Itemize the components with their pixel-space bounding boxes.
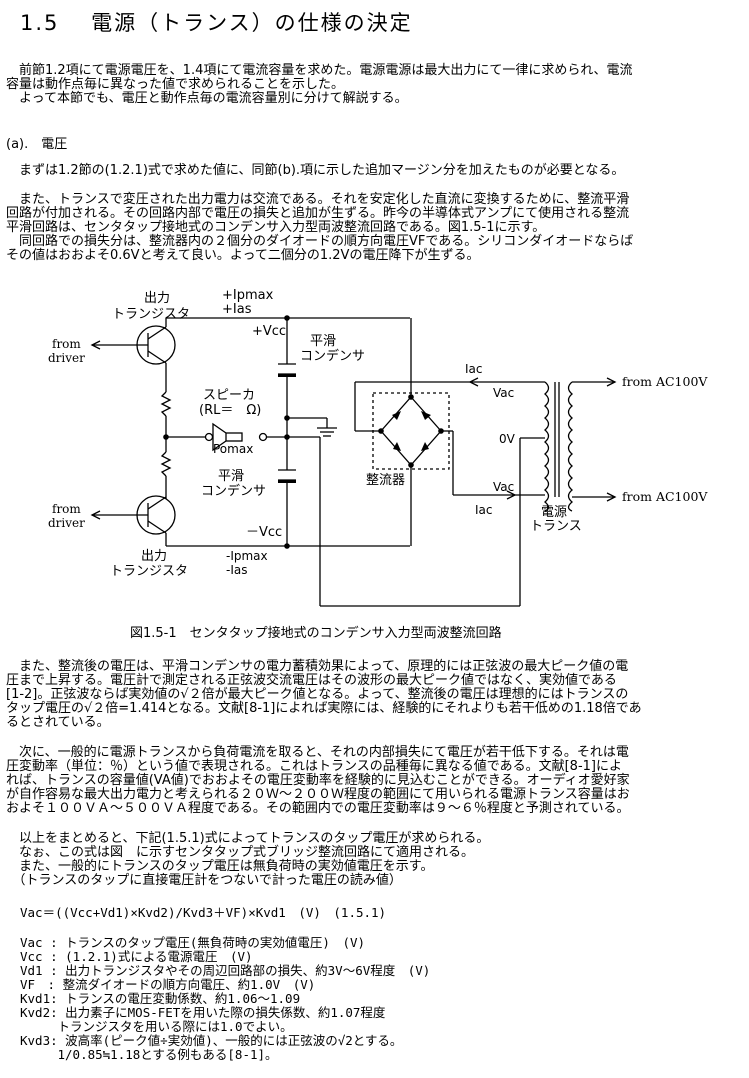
text-line: 容量は動作点毎に異なった値で求められることを示した。: [6, 77, 345, 92]
label-power: 電源: [541, 505, 567, 520]
label-from-ac100v-top: from AC100V: [622, 374, 708, 389]
text-line: 圧まで上昇する。電圧計で測定される正弦波交流電圧はその波形の最大ピーク値ではなく…: [6, 673, 617, 688]
label-iac-bottom: Iac: [475, 503, 493, 517]
text-line: 圧変動率（単位：％）という値で表現される。これはトランスの品種毎に異なる値である…: [6, 759, 622, 774]
label-output-transistor-top: 出力: [144, 291, 170, 306]
label-ipmax-neg: -Ipmax: [226, 549, 268, 563]
text-line: その値はおおよそ0.6Vと考えて良い。よって二個分の1.2Vの電圧降下が生ずる。: [6, 248, 480, 263]
text-line: が自作容易な最大出力電力と考えられる２０Ｗ～２００Ｗ程度の範囲にて用いられる電源…: [6, 787, 630, 802]
definition-item: Kvd2: 出力素子にMOS-FETを用いた際の損失係数、約1.07程度: [20, 1005, 386, 1020]
label-ipmax-pos: +Ipmax: [222, 288, 274, 303]
label-ias-neg: -Ias: [226, 563, 247, 577]
label-capacitor-top: コンデンサ: [300, 348, 365, 364]
definition-item: トランジスタを用いる際には1.0でよい。: [20, 1019, 293, 1034]
label-speaker: スピーカ: [203, 388, 255, 403]
text-line: 以上をまとめると、下記(1.5.1)式によってトランスのタップ電圧が求められる。: [6, 831, 490, 846]
text-line: なぉ、この式は図 に示すセンタタップ式ブリッジ整流回路にて適用される。: [6, 845, 475, 860]
definition-item: Vac : トランスのタップ電圧(無負荷時の実効値電圧) (V): [20, 935, 366, 950]
label-pomax: Pomax: [213, 442, 253, 456]
label-smoothing-top: 平滑: [310, 334, 336, 349]
label-iac-top: Iac: [465, 362, 483, 376]
text-line: 回路が付加される。その回路内部で電圧の損失と追加が生ずる。昨今の半導体式アンプに…: [6, 206, 630, 221]
definition-item: Kvd1: トランスの電圧変動係数、約1.06～1.09: [20, 991, 301, 1006]
rectifier-circuit-diagram: 出力 トランジスタ +Ipmax +Ias +Vcc 平滑 コンデンサ from…: [48, 288, 708, 607]
label-from-driver-top-1: from: [52, 337, 81, 351]
label-rl: (RL＝ Ω): [199, 403, 261, 418]
text-line: また、一般的にトランスのタップ電圧は無負荷時の実効値電圧を示す。: [6, 859, 434, 874]
text-line: [1-2]。正弦波ならば実効値の√２倍が最大ピーク値となる。よって、整流後の電圧…: [6, 687, 629, 702]
label-smoothing-bottom: 平滑: [218, 469, 244, 484]
definition-item: 1/0.85≒1.18とする例もある[8-1]。: [20, 1047, 278, 1062]
label-output-transistor-bottom: 出力: [141, 549, 167, 564]
text-line: （トランスのタップに直接電圧計をつないで計った電圧の読み値）: [6, 873, 402, 888]
label-vac-bottom: Vac: [493, 480, 514, 494]
label-rectifier: 整流器: [366, 473, 405, 488]
label-vcc-neg: －Vcc: [246, 525, 282, 540]
label-from-driver-bottom-1: from: [52, 502, 81, 516]
text-line: また、整流後の電圧は、平滑コンデンサの電力蓄積効果によって、原理的には正弦波の最…: [6, 659, 629, 674]
text-line: るとされている。: [6, 715, 110, 730]
label-capacitor-bottom: コンデンサ: [201, 483, 266, 499]
figure-caption: 図1.5-1 センタタップ接地式のコンデンサ入力型両波整流回路: [130, 626, 502, 641]
text-line: また、トランスで変圧された出力電力は交流である。それを安定化した直流に変換するた…: [6, 192, 630, 207]
label-from-driver-top-2: driver: [48, 351, 85, 365]
definition-item: Kvd3: 波高率(ピーク値÷実効値)、一般的には正弦波の√2とする。: [20, 1033, 403, 1048]
text-line: 前節1.2項にて電源電圧を、1.4項にて電流容量を求めた。電源電源は最大出力にて…: [6, 63, 633, 78]
label-from-driver-bottom-2: driver: [48, 516, 85, 530]
text-line: まずは1.2節の(1.2.1)式で求めた値に、同節(b).項に示した追加マージン…: [6, 163, 625, 178]
text-line: れば、トランスの容量値(VA値)でおおよその電圧変動率を経験的に見込むことができ…: [6, 773, 630, 788]
formula-1-5-1: Vac＝((Vcc+Vd1)×Kvd2)/Kvd3＋VF)×Kvd1 (V) (…: [20, 905, 387, 920]
label-transistor-bottom: トランジスタ: [110, 564, 188, 579]
label-from-ac100v-bottom: from AC100V: [622, 489, 708, 504]
text-line: よって本節でも、電圧と動作点毎の電流容量別に分けて解説する。: [6, 91, 408, 106]
definition-item: VF : 整流ダイオードの順方向電圧、約1.0V (V): [20, 977, 316, 992]
label-transistor-top: トランジスタ: [112, 307, 190, 322]
section-heading: (a). 電圧: [6, 137, 68, 152]
definition-item: Vd1 : 出力トランジスタやその周辺回路部の損失、約3V～6V程度 (V): [20, 963, 431, 978]
text-line: タップ電圧の√２倍=1.414となる。文献[8-1]によれば実際には、経験的にそ…: [6, 701, 642, 716]
label-vac-top: Vac: [493, 386, 514, 400]
page-title: 1.5 電源（トランス）の仕様の決定: [20, 11, 413, 35]
label-transformer: トランス: [530, 519, 582, 534]
label-zero-v: 0V: [499, 432, 516, 446]
definition-item: Vcc : (1.2.1)式による電源電圧 (V): [20, 949, 253, 964]
text-line: 次に、一般的に電源トランスから負荷電流を取ると、それの内部損失にて電圧が若干低下…: [6, 745, 629, 760]
label-vcc-pos: +Vcc: [252, 324, 286, 339]
label-ias-pos: +Ias: [222, 302, 252, 317]
text-line: およそ１００ＶＡ～５００ＶＡ程度である。その範囲内での電圧変動率は９～６％程度と…: [6, 801, 630, 816]
text-line: 同回路での損失分は、整流器内の２個分のダイオードの順方向電圧VFである。シリコン…: [6, 234, 634, 249]
text-line: 平滑回路は、センタタップ接地式のコンデンサ入力型両波整流回路である。図1.5-1…: [6, 220, 546, 235]
